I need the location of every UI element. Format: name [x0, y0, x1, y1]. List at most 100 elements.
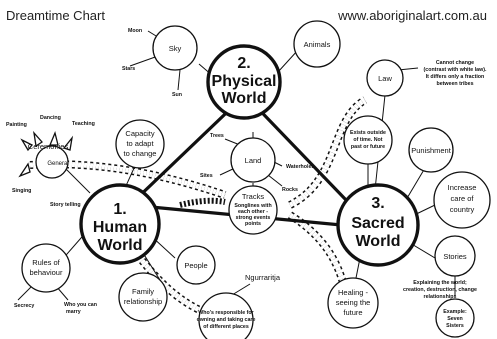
- teaching-label: Teaching: [72, 121, 95, 127]
- sun-ray-icon: [49, 130, 59, 146]
- sun-ray-icon: [20, 138, 34, 152]
- tracks-node[interactable]: [228, 185, 278, 235]
- human-title: World: [97, 237, 142, 254]
- moon-label: Moon: [128, 28, 142, 34]
- waterholes-label: Waterholes: [286, 164, 314, 170]
- law-note-line: (contrast with white law).: [424, 67, 488, 73]
- human-number: 1.: [113, 201, 126, 218]
- stories-note-line: creation, destruction, change: [403, 287, 477, 293]
- responsible-line: Who's responsible for: [198, 310, 253, 316]
- sacred-title: Sacred: [351, 215, 404, 232]
- law-note-line: It differs only a fraction: [426, 74, 485, 80]
- animals-node[interactable]: [293, 20, 341, 68]
- capacity-line: Capacity: [125, 129, 154, 138]
- hub-physical-world[interactable]: 2. Physical World: [206, 44, 282, 120]
- physical-title: World: [221, 90, 266, 107]
- family-line: relationship: [124, 297, 162, 306]
- law-node[interactable]: [366, 59, 404, 97]
- physical-cluster: Sky Moon Stars Sun Animals Land Trees Si…: [122, 20, 341, 193]
- responsible-node[interactable]: [198, 292, 254, 339]
- songline-tracks: [29, 96, 368, 322]
- page-title: Dreamtime Chart: [6, 8, 105, 23]
- example-node[interactable]: [435, 298, 475, 338]
- stories-note-line: relationships: [424, 294, 457, 300]
- animals-label: Animals: [304, 40, 331, 49]
- healing-node[interactable]: [327, 277, 379, 329]
- sacred-number: 3.: [371, 195, 384, 212]
- increase-node[interactable]: [433, 171, 491, 229]
- general-label: General: [47, 161, 68, 167]
- physical-number: 2.: [237, 55, 250, 72]
- stars-label: Stars: [122, 66, 135, 72]
- rules-line: Rules of: [32, 258, 60, 267]
- exists-line: past or future: [351, 144, 385, 150]
- rules-node[interactable]: [21, 243, 71, 293]
- sun-ray-icon: [62, 135, 74, 151]
- responsible-line: owning and taking care: [197, 317, 256, 323]
- tracks-desc-line: points: [245, 221, 261, 227]
- healing-line: seeing the: [336, 298, 371, 307]
- sun-label: Sun: [172, 92, 182, 98]
- example-line: Sisters: [446, 323, 464, 329]
- law-label: Law: [378, 74, 392, 83]
- punishment-label: Punishment: [411, 146, 452, 155]
- punishment-node[interactable]: [408, 127, 454, 173]
- stories-note-line: Explaining the world;: [413, 280, 467, 286]
- sacred-title: World: [355, 233, 400, 250]
- stories-node[interactable]: [434, 235, 476, 277]
- land-label: Land: [245, 156, 262, 165]
- people-node[interactable]: [176, 245, 216, 285]
- ngurraritja-label: Ngurraritja: [245, 273, 281, 282]
- marry-line: marry: [66, 309, 81, 315]
- trees-label: Trees: [210, 133, 224, 139]
- exists-line: Exists outside: [350, 130, 386, 136]
- example-line: Seven: [447, 316, 463, 322]
- capacity-node[interactable]: [115, 119, 165, 169]
- painting-label: Painting: [6, 122, 27, 128]
- tracks-desc-line: each other -: [238, 209, 268, 215]
- marry-line: Who you can: [64, 302, 97, 308]
- responsible-line: of different places: [203, 324, 249, 330]
- tracks-label: Tracks: [242, 192, 264, 201]
- tracks-desc-line: strong events: [236, 215, 271, 221]
- people-label: People: [184, 261, 207, 270]
- hub-sacred-world[interactable]: 3. Sacred World: [336, 183, 420, 267]
- tracks-cluster: Tracks Songlines with each other - stron…: [228, 185, 278, 235]
- family-node[interactable]: [118, 272, 168, 322]
- increase-line: care of: [451, 194, 475, 203]
- capacity-line: to adapt: [126, 139, 154, 148]
- sun-ray-icon: [18, 162, 31, 178]
- hub-human-world[interactable]: 1. Human World: [79, 183, 161, 265]
- healing-line: Healing -: [338, 288, 369, 297]
- rules-line: behaviour: [30, 268, 63, 277]
- physical-title: Physical: [212, 73, 277, 90]
- sky-node[interactable]: [152, 25, 198, 71]
- example-line: Example:: [443, 309, 467, 315]
- increase-line: country: [450, 205, 475, 214]
- story-telling-label: Story telling: [50, 202, 81, 208]
- exists-node[interactable]: [343, 115, 393, 165]
- sky-label: Sky: [169, 44, 182, 53]
- sites-label: Sites: [200, 173, 213, 179]
- singing-label: Singing: [12, 188, 31, 194]
- tracks-desc-line: Songlines with: [234, 203, 271, 209]
- dancing-label: Dancing: [40, 115, 61, 121]
- sun-ray-icon: [33, 130, 43, 148]
- family-line: Family: [132, 287, 154, 296]
- ceremonies-node[interactable]: [35, 145, 69, 179]
- website-link[interactable]: www.aboriginalart.com.au: [338, 8, 487, 23]
- increase-line: Increase: [448, 183, 477, 192]
- secrecy-label: Secrecy: [14, 303, 34, 309]
- sacred-cluster: Law Cannot change (contrast with white l…: [327, 59, 491, 338]
- healing-line: future: [343, 308, 362, 317]
- human-cluster: Capacity to adapt to change Ceremonies G…: [6, 115, 281, 339]
- rocks-label: Rocks: [282, 187, 298, 193]
- ceremonies-label: Ceremonies: [28, 142, 69, 151]
- land-node[interactable]: [230, 137, 276, 183]
- law-note-line: Cannot change: [436, 60, 474, 66]
- human-title: Human: [93, 219, 147, 236]
- exists-line: of time. Not: [353, 137, 382, 143]
- law-note-line: between tribes: [436, 81, 473, 87]
